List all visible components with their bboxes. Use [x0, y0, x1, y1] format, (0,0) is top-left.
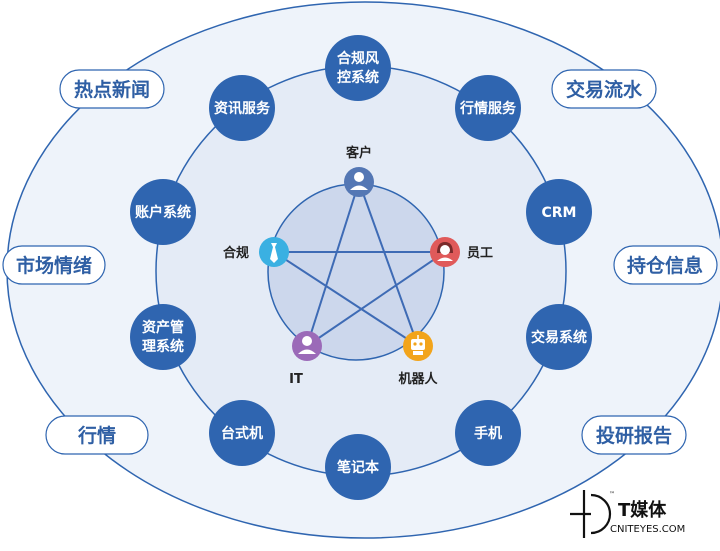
svg-text:员工: 员工 [467, 246, 493, 261]
logo-domain: CNITEYES.COM [610, 524, 685, 535]
svg-text:IT: IT [289, 372, 303, 387]
svg-text:合规风: 合规风 [337, 50, 379, 67]
node-market-service[interactable]: 行情服务 [455, 75, 521, 141]
svg-text:手机: 手机 [474, 425, 502, 442]
star-lines [273, 181, 446, 347]
node-account-system[interactable]: 账户系统 [130, 179, 196, 245]
role-it[interactable]: IT [289, 331, 322, 387]
node-laptop[interactable]: 笔记本 [325, 434, 391, 500]
svg-text:交易流水: 交易流水 [566, 78, 643, 101]
svg-text:行情服务: 行情服务 [459, 100, 517, 117]
pill-trade-flow[interactable]: 交易流水 [551, 69, 657, 109]
node-crm[interactable]: CRM [526, 179, 592, 245]
svg-text:理系统: 理系统 [142, 338, 184, 355]
node-compliance-risk[interactable]: 合规风 控系统 [325, 35, 391, 101]
role-employee[interactable]: 员工 [430, 237, 493, 267]
customer-icon [344, 167, 374, 197]
svg-text:机器人: 机器人 [398, 371, 438, 387]
robot-icon [403, 331, 433, 361]
star-line [273, 251, 419, 347]
svg-text:控系统: 控系统 [337, 69, 379, 86]
pill-market-sentiment[interactable]: 市场情绪 [2, 245, 106, 285]
svg-text:行情: 行情 [77, 424, 116, 447]
pill-research-report[interactable]: 投研报告 [581, 415, 687, 455]
svg-text:持仓信息: 持仓信息 [627, 254, 703, 277]
svg-text:投研报告: 投研报告 [596, 424, 672, 447]
svg-text:热点新闻: 热点新闻 [74, 78, 150, 101]
pill-market-quotes[interactable]: 行情 [45, 415, 149, 455]
pill-hot-news[interactable]: 热点新闻 [59, 69, 165, 109]
star-line [306, 181, 360, 347]
svg-text:笔记本: 笔记本 [337, 459, 380, 476]
roles: 客户 员工 [223, 145, 493, 387]
brand-logo: ™ T媒体 CNITEYES.COM [570, 490, 685, 538]
node-desktop[interactable]: 台式机 [209, 400, 275, 466]
role-customer[interactable]: 客户 [344, 145, 374, 197]
role-compliance[interactable]: 合规 [223, 237, 289, 267]
star-line [358, 181, 419, 347]
node-asset-management[interactable]: 资产管 理系统 [130, 304, 196, 370]
logo-tm: ™ [609, 491, 615, 498]
pill-position-info[interactable]: 持仓信息 [613, 245, 718, 285]
it-person-icon [292, 331, 322, 361]
star-line [306, 251, 446, 347]
compliance-tie-icon [259, 237, 289, 267]
node-news-service[interactable]: 资讯服务 [209, 75, 275, 141]
node-mobile[interactable]: 手机 [455, 400, 521, 466]
svg-text:市场情绪: 市场情绪 [16, 254, 92, 277]
svg-text:客户: 客户 [346, 145, 372, 161]
svg-text:CRM: CRM [542, 205, 577, 221]
svg-text:交易系统: 交易系统 [531, 329, 587, 346]
node-trading-system[interactable]: 交易系统 [526, 304, 592, 370]
svg-text:台式机: 台式机 [221, 425, 263, 442]
t-media-logo-mark [570, 490, 612, 538]
inner-ring-nodes: 合规风 控系统 行情服务 CRM 交易系统 手机 笔记本 台式机 [130, 35, 592, 500]
svg-text:账户系统: 账户系统 [135, 204, 191, 221]
logo-name: T媒体 [618, 499, 667, 521]
employee-icon [430, 237, 460, 267]
role-robot[interactable]: 机器人 [398, 331, 438, 387]
svg-text:合规: 合规 [223, 245, 249, 261]
outer-labels: 热点新闻 交易流水 市场情绪 持仓信息 行情 投研报告 [2, 69, 718, 455]
svg-text:资讯服务: 资讯服务 [214, 100, 271, 117]
svg-text:资产管: 资产管 [142, 319, 184, 336]
